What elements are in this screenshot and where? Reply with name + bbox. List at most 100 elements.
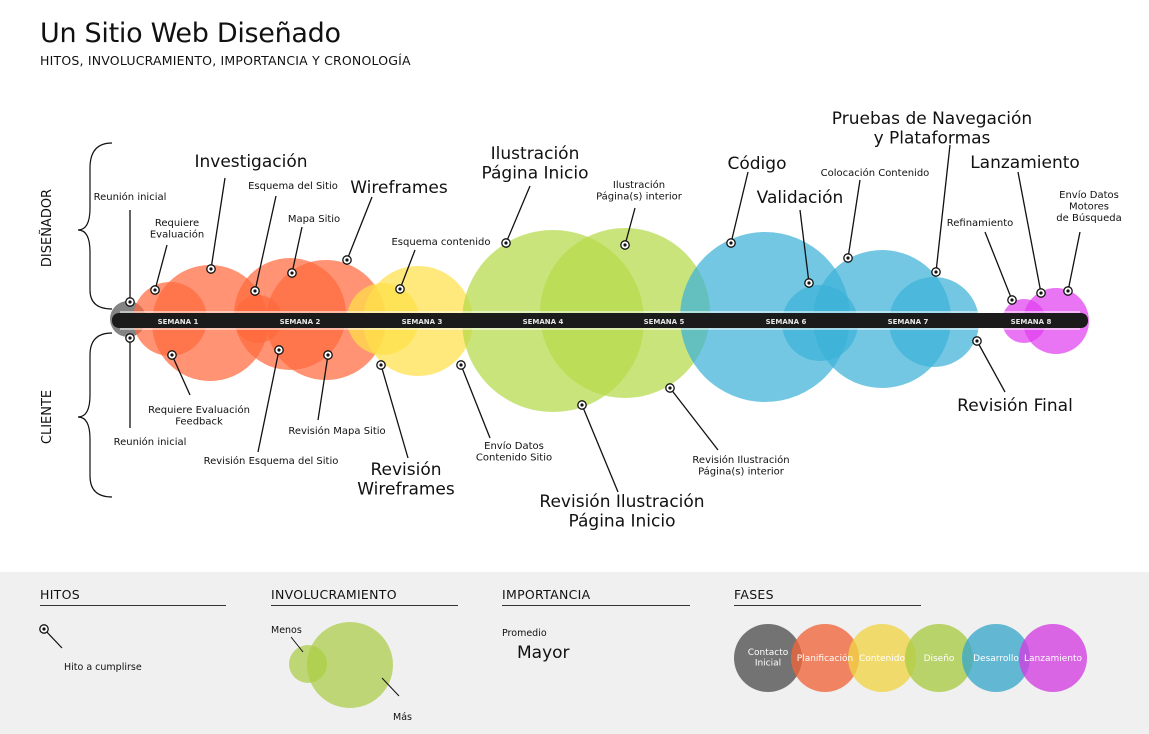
bracket-client [77,332,113,498]
legend-promedio-label: Promedio [502,628,547,639]
legend-phase-circle [962,624,1030,692]
legend-heading-importancia: IMPORTANCIA [502,587,591,602]
milestone-leader-line [581,404,619,493]
milestone-marker-center [253,289,257,293]
milestone-label: Esquema contenido [391,237,490,248]
milestone-designer: Código [726,154,787,248]
milestone-leader-line [460,364,491,439]
legend-divider-importancia [502,605,690,606]
milestone-leader-line [505,185,531,244]
side-label-client: CLIENTE [40,390,55,444]
milestone-marker-center [153,288,157,292]
milestone-leader-line [171,354,191,396]
week-label: SEMANA 7 [888,318,929,326]
milestone-label: Revisión Esquema del Sitio [204,455,339,467]
milestone-marker-center [975,339,979,343]
milestone-marker-center [170,353,174,357]
milestone-leader-line [257,349,280,453]
legend-hito-label: Hito a cumplirse [64,662,142,673]
milestone-leader-line [399,249,416,290]
side-label-designer: DISEÑADOR [39,189,55,267]
milestone-label: Refinamiento [947,218,1013,229]
milestone-marker-center [459,363,463,367]
milestone-leader-line [210,177,226,270]
milestone-leader-line [624,207,636,246]
week-label: SEMANA 1 [158,318,199,326]
legend-phase-label: Lanzamiento [1024,654,1083,664]
legend-mayor-label: Mayor [517,643,570,663]
milestone-label: Revisión Mapa Sitio [288,425,385,437]
milestone-marker-center [277,348,281,352]
milestone-label: Reunión inicial [94,191,167,203]
milestone-label: Validación [757,188,844,208]
milestone-label: Código [728,154,787,174]
milestone-designer: Esquema contenido [391,237,491,294]
milestone-label: Lanzamiento [970,153,1080,173]
milestone-client: Reunión inicial [114,333,186,448]
legend-phase-label: Planificación [797,653,853,664]
milestone-designer: Lanzamiento [970,153,1080,298]
legend-heading-hitos: HITOS [40,587,80,602]
milestone-marker-center [128,336,132,340]
milestone-leader-line [847,179,861,259]
legend-phase-circle [791,624,859,692]
milestone-leader-line [984,231,1013,301]
legend-phase-label: Diseño [924,654,955,664]
legend-divider-hitos [40,605,226,606]
milestone-label: Colocación Contenido [821,167,930,179]
milestone-marker-center [290,271,294,275]
milestone-label: Mapa Sitio [288,214,340,225]
milestone-leader-line [154,244,168,291]
legend-phase-circle [1019,624,1087,692]
milestone-marker-center [379,363,383,367]
milestone-leader-line [317,354,329,421]
milestone-leader-line [976,340,1006,393]
milestone-leader-line [346,196,373,261]
milestone-designer: Investigación [194,152,308,274]
milestone-leader-line [1017,171,1042,294]
milestone-client: Revisión Final [957,336,1073,416]
milestone-leader-line [669,387,719,451]
milestone-marker-center [807,281,811,285]
milestone-label: Investigación [194,152,307,172]
milestone-marker-center [128,300,132,304]
milestone-designer: Refinamiento [947,218,1017,305]
milestone-designer: Mapa Sitio [287,214,340,278]
milestone-leader-line [254,195,277,292]
milestone-marker-center [1039,291,1043,295]
milestone-leader-line [291,226,303,274]
legend-hito-marker-center [42,627,46,631]
milestone-leader-line [935,144,951,273]
timeline-band [112,313,1088,328]
milestone-leader-line [799,209,810,284]
milestone-marker-center [934,270,938,274]
legend-phase-circles [734,624,1087,692]
week-label: SEMANA 4 [523,318,564,326]
legend-divider-fases [734,605,921,606]
legend-menos-label: Menos [271,625,302,636]
milestone-marker-center [668,386,672,390]
milestone-leader-line [1067,231,1081,292]
week-label: SEMANA 2 [280,318,321,326]
legend-heading-involucramiento: INVOLUCRAMIENTO [271,587,397,602]
milestone-marker-center [398,287,402,291]
page-title: Un Sitio Web Diseñado [40,18,341,49]
milestone-label: Wireframes [350,178,448,198]
milestone-label: Esquema del Sitio [248,181,338,192]
